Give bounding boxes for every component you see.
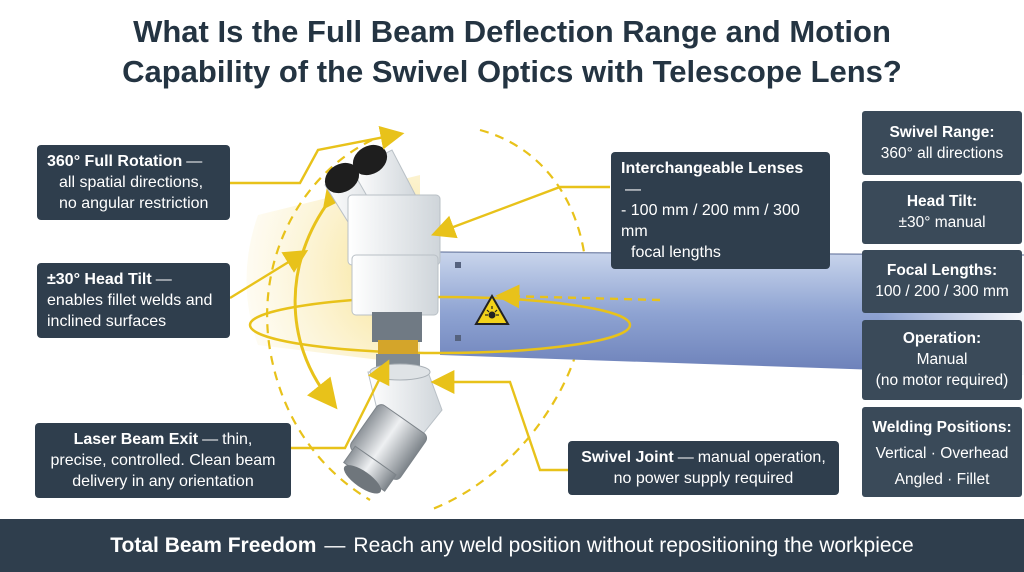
spec-value: 360° all directions bbox=[880, 145, 1004, 162]
lenses-line-1: - 100 mm / 200 mm / 300 mm bbox=[621, 202, 800, 240]
beam-exit-heading: Laser Beam Exit bbox=[73, 431, 199, 448]
joint-heading: Swivel Joint bbox=[581, 449, 674, 466]
dash: — bbox=[625, 181, 641, 198]
spec-value: Manual bbox=[916, 351, 968, 368]
laser-warning-icon bbox=[474, 293, 510, 325]
rotation-heading: 360° Full Rotation bbox=[47, 153, 183, 170]
callout-lenses: Interchangeable Lenses — - 100 mm / 200 m… bbox=[611, 152, 830, 269]
spec-value: Vertical · Overhead bbox=[875, 445, 1009, 462]
optical-column bbox=[372, 312, 422, 368]
spec-swivel-range: Swivel Range: 360° all directions bbox=[862, 111, 1022, 175]
spec-label: Welding Positions: bbox=[872, 419, 1012, 436]
rotation-ring bbox=[248, 295, 632, 355]
page-title: What Is the Full Beam Deflection Range a… bbox=[0, 12, 1024, 92]
pointer-joint bbox=[430, 370, 568, 472]
footer-bold: Total Beam Freedom bbox=[110, 534, 317, 557]
tilt-line-2: inclined surfaces bbox=[47, 313, 167, 330]
spec-label: Head Tilt: bbox=[906, 193, 978, 210]
callout-joint: Swivel Joint—manual operation, no power … bbox=[568, 441, 839, 495]
title-line-2: Capability of the Swivel Optics with Tel… bbox=[122, 54, 902, 89]
tilt-line-1: enables fillet welds and bbox=[47, 292, 213, 309]
spec-label: Focal Lengths: bbox=[886, 262, 998, 279]
spec-value: ±30° manual bbox=[898, 214, 986, 231]
pointer-lenses bbox=[431, 185, 610, 239]
rotation-line-2: no angular restriction bbox=[59, 195, 209, 212]
spec-head-tilt: Head Tilt: ±30° manual bbox=[862, 181, 1022, 244]
footer-banner: Total Beam Freedom — Reach any weld positi… bbox=[0, 519, 1024, 572]
dash: — bbox=[324, 534, 346, 557]
rotation-line-1: all spatial directions, bbox=[59, 174, 204, 191]
spec-welding-positions: Welding Positions: Vertical · Overhead A… bbox=[862, 407, 1022, 497]
rotation-arc-dashed bbox=[429, 128, 588, 512]
spec-value: 100 / 200 / 300 mm bbox=[875, 283, 1009, 300]
beam-exit-line-1: thin, bbox=[222, 431, 253, 448]
spec-label: Swivel Range: bbox=[889, 124, 995, 141]
beam-exit-line-3: delivery in any orientation bbox=[72, 473, 254, 490]
callout-beam-exit: Laser Beam Exit—thin, precise, controlle… bbox=[35, 423, 291, 498]
lenses-heading: Interchangeable Lenses bbox=[621, 160, 804, 177]
pointer-tilt bbox=[229, 249, 309, 300]
tilt-arc bbox=[293, 176, 353, 410]
callout-rotation: 360° Full Rotation— all spatial directio… bbox=[37, 145, 230, 220]
spec-value-2: (no motor required) bbox=[875, 372, 1009, 389]
dash: — bbox=[202, 431, 219, 448]
spec-value-2: Angled · Fillet bbox=[894, 471, 990, 488]
tilt-heading: ±30° Head Tilt bbox=[47, 271, 152, 288]
callout-tilt: ±30° Head Tilt— enables fillet welds and… bbox=[37, 263, 230, 338]
pointer-beam-exit bbox=[290, 359, 390, 450]
lenses-line-2: focal lengths bbox=[631, 244, 721, 261]
spec-label: Operation: bbox=[902, 330, 982, 347]
dash: — bbox=[186, 153, 203, 170]
nozzle bbox=[343, 404, 428, 494]
joint-line-1: manual operation, bbox=[697, 449, 826, 466]
spec-operation: Operation: Manual (no motor required) bbox=[862, 320, 1022, 400]
pointer-rotation bbox=[230, 125, 405, 185]
title-line-1: What Is the Full Beam Deflection Range a… bbox=[133, 14, 891, 49]
pointer-arm bbox=[495, 284, 661, 309]
joint-line-2: no power supply required bbox=[613, 470, 794, 487]
dash: — bbox=[155, 271, 172, 288]
spec-focal-lengths: Focal Lengths: 100 / 200 / 300 mm bbox=[862, 250, 1022, 313]
footer-rest: Reach any weld position without repositi… bbox=[353, 534, 914, 557]
beam-exit-line-2: precise, controlled. Clean beam bbox=[50, 452, 276, 469]
dash: — bbox=[677, 449, 694, 466]
